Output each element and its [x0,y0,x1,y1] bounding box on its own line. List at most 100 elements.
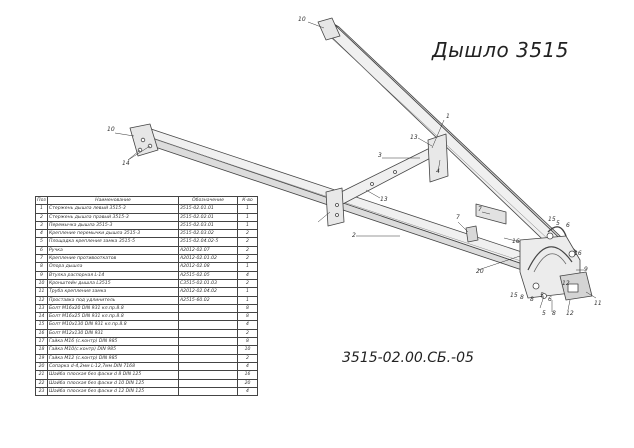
cell-position: 12 [35,295,48,305]
cell-quantity: 8 [237,312,258,322]
cell-name: Проставка под удлинитель [47,295,179,305]
handle [547,226,567,237]
callout-16-left: 16 [512,238,520,245]
cell-name: Болт М10х130 DIN 931 кл.пр.8.8 [47,320,179,330]
cell-quantity: 2 [237,353,258,363]
cell-name: Гайка М16 (с.контр) DIN 985 [47,337,179,347]
document-number: 3515-02.00.СБ.-05 [342,350,474,366]
cell-designation: 3515-02.04.02-5 [178,237,238,247]
callout-4: 4 [436,168,440,175]
cell-position: 7 [35,254,48,264]
cell-designation [178,312,238,322]
cell-designation: 3515-02.03.01 [178,220,238,231]
cell-quantity: 1 [237,220,258,231]
cell-name: Ручка [47,245,179,256]
cell-quantity: 8 [237,337,258,347]
cross-mount-left [325,187,345,227]
cell-name: Болт М16х20 DIN 931 кл.пр.8.8 [47,303,179,314]
cell-quantity: 16 [237,370,258,380]
cell-designation: A2515-60.02 [178,295,238,305]
header-quantity: К-во [237,195,258,206]
cell-quantity: 4 [237,386,258,397]
cell-quantity: 2 [237,254,258,264]
cell-quantity: 4 [237,320,258,330]
cell-position: 11 [35,287,48,297]
cell-name: Гайка М12 (с.контр) DIN 985 [47,353,179,363]
cell-designation: 3515-02.03.02 [178,229,238,239]
left-beam-flange [333,23,578,253]
cell-name: Кронштейн дышла L3515 [47,278,179,289]
cell-name: Втулка распорная L-14 [47,270,179,280]
cell-designation: A2012-02.07 [178,245,238,256]
cell-name: Стержень дышла левый 3515-3 [47,204,179,214]
cell-designation [178,378,238,388]
callout-8-bottom-2: 8 [552,310,556,317]
callout-5-bottom: 5 [542,310,546,317]
callout-13-upper: 13 [410,134,418,141]
cell-position: 5 [35,237,48,247]
callout-15-bottom: 15 [510,292,518,299]
cell-name: Болт М16х25 DIN 931 кл.пр.8.8 [47,312,179,322]
cell-position: 17 [35,337,48,347]
cell-position: 22 [35,378,48,388]
cell-name: Перемычка дышла 3515-3 [47,220,179,231]
top-bracket [317,17,341,41]
cell-quantity: 1 [237,287,258,297]
callout-12-b: 12 [566,310,574,317]
cell-designation: A2515-02.05 [178,270,238,280]
cell-quantity: 2 [237,229,258,239]
callout-5-mid: 5 [540,292,544,299]
cell-position: 21 [35,370,48,380]
cell-name: Площадка крепления замка 3515-5 [47,237,179,247]
cell-designation [178,370,238,380]
cell-position: 18 [35,345,48,355]
cell-quantity: 2 [237,328,258,339]
header-position: Поз [35,195,48,206]
cell-name: Болт М12х130 DIN 931 [47,328,179,339]
drawing-title: Дышло 3515 [432,38,569,62]
cell-name: Опора дышла [47,262,179,272]
callout-10-left: 10 [107,126,115,133]
cell-quantity: 2 [237,278,258,289]
cell-position: 8 [35,262,48,272]
cell-quantity: 2 [237,237,258,247]
cell-name: Крепление перемычки дышла 3515-3 [47,229,179,239]
cell-position: 16 [35,328,48,339]
cell-position: 13 [35,303,48,314]
callout-8: 8 [520,294,524,301]
cell-position: 9 [35,270,48,280]
callout-5-top: 5 [556,220,560,227]
callout-20: 20 [476,268,484,275]
cell-designation [178,320,238,330]
header-designation: Обозначение [178,195,238,206]
cell-position: 1 [35,204,48,214]
cell-designation [178,353,238,363]
cell-name: Шайба плоская без фаски d 12 DIN 125 [47,386,179,397]
cell-quantity: 20 [237,378,258,388]
chock-mount-2 [465,225,479,243]
cell-designation: A2012-02.01.02 [178,254,238,264]
cell-position: 4 [35,229,48,239]
cell-designation: С3515-02.01.03 [178,278,238,289]
cell-designation: 3515-02.01.01 [178,204,238,214]
cell-position: 6 [35,245,48,256]
cell-position: 10 [35,278,48,289]
